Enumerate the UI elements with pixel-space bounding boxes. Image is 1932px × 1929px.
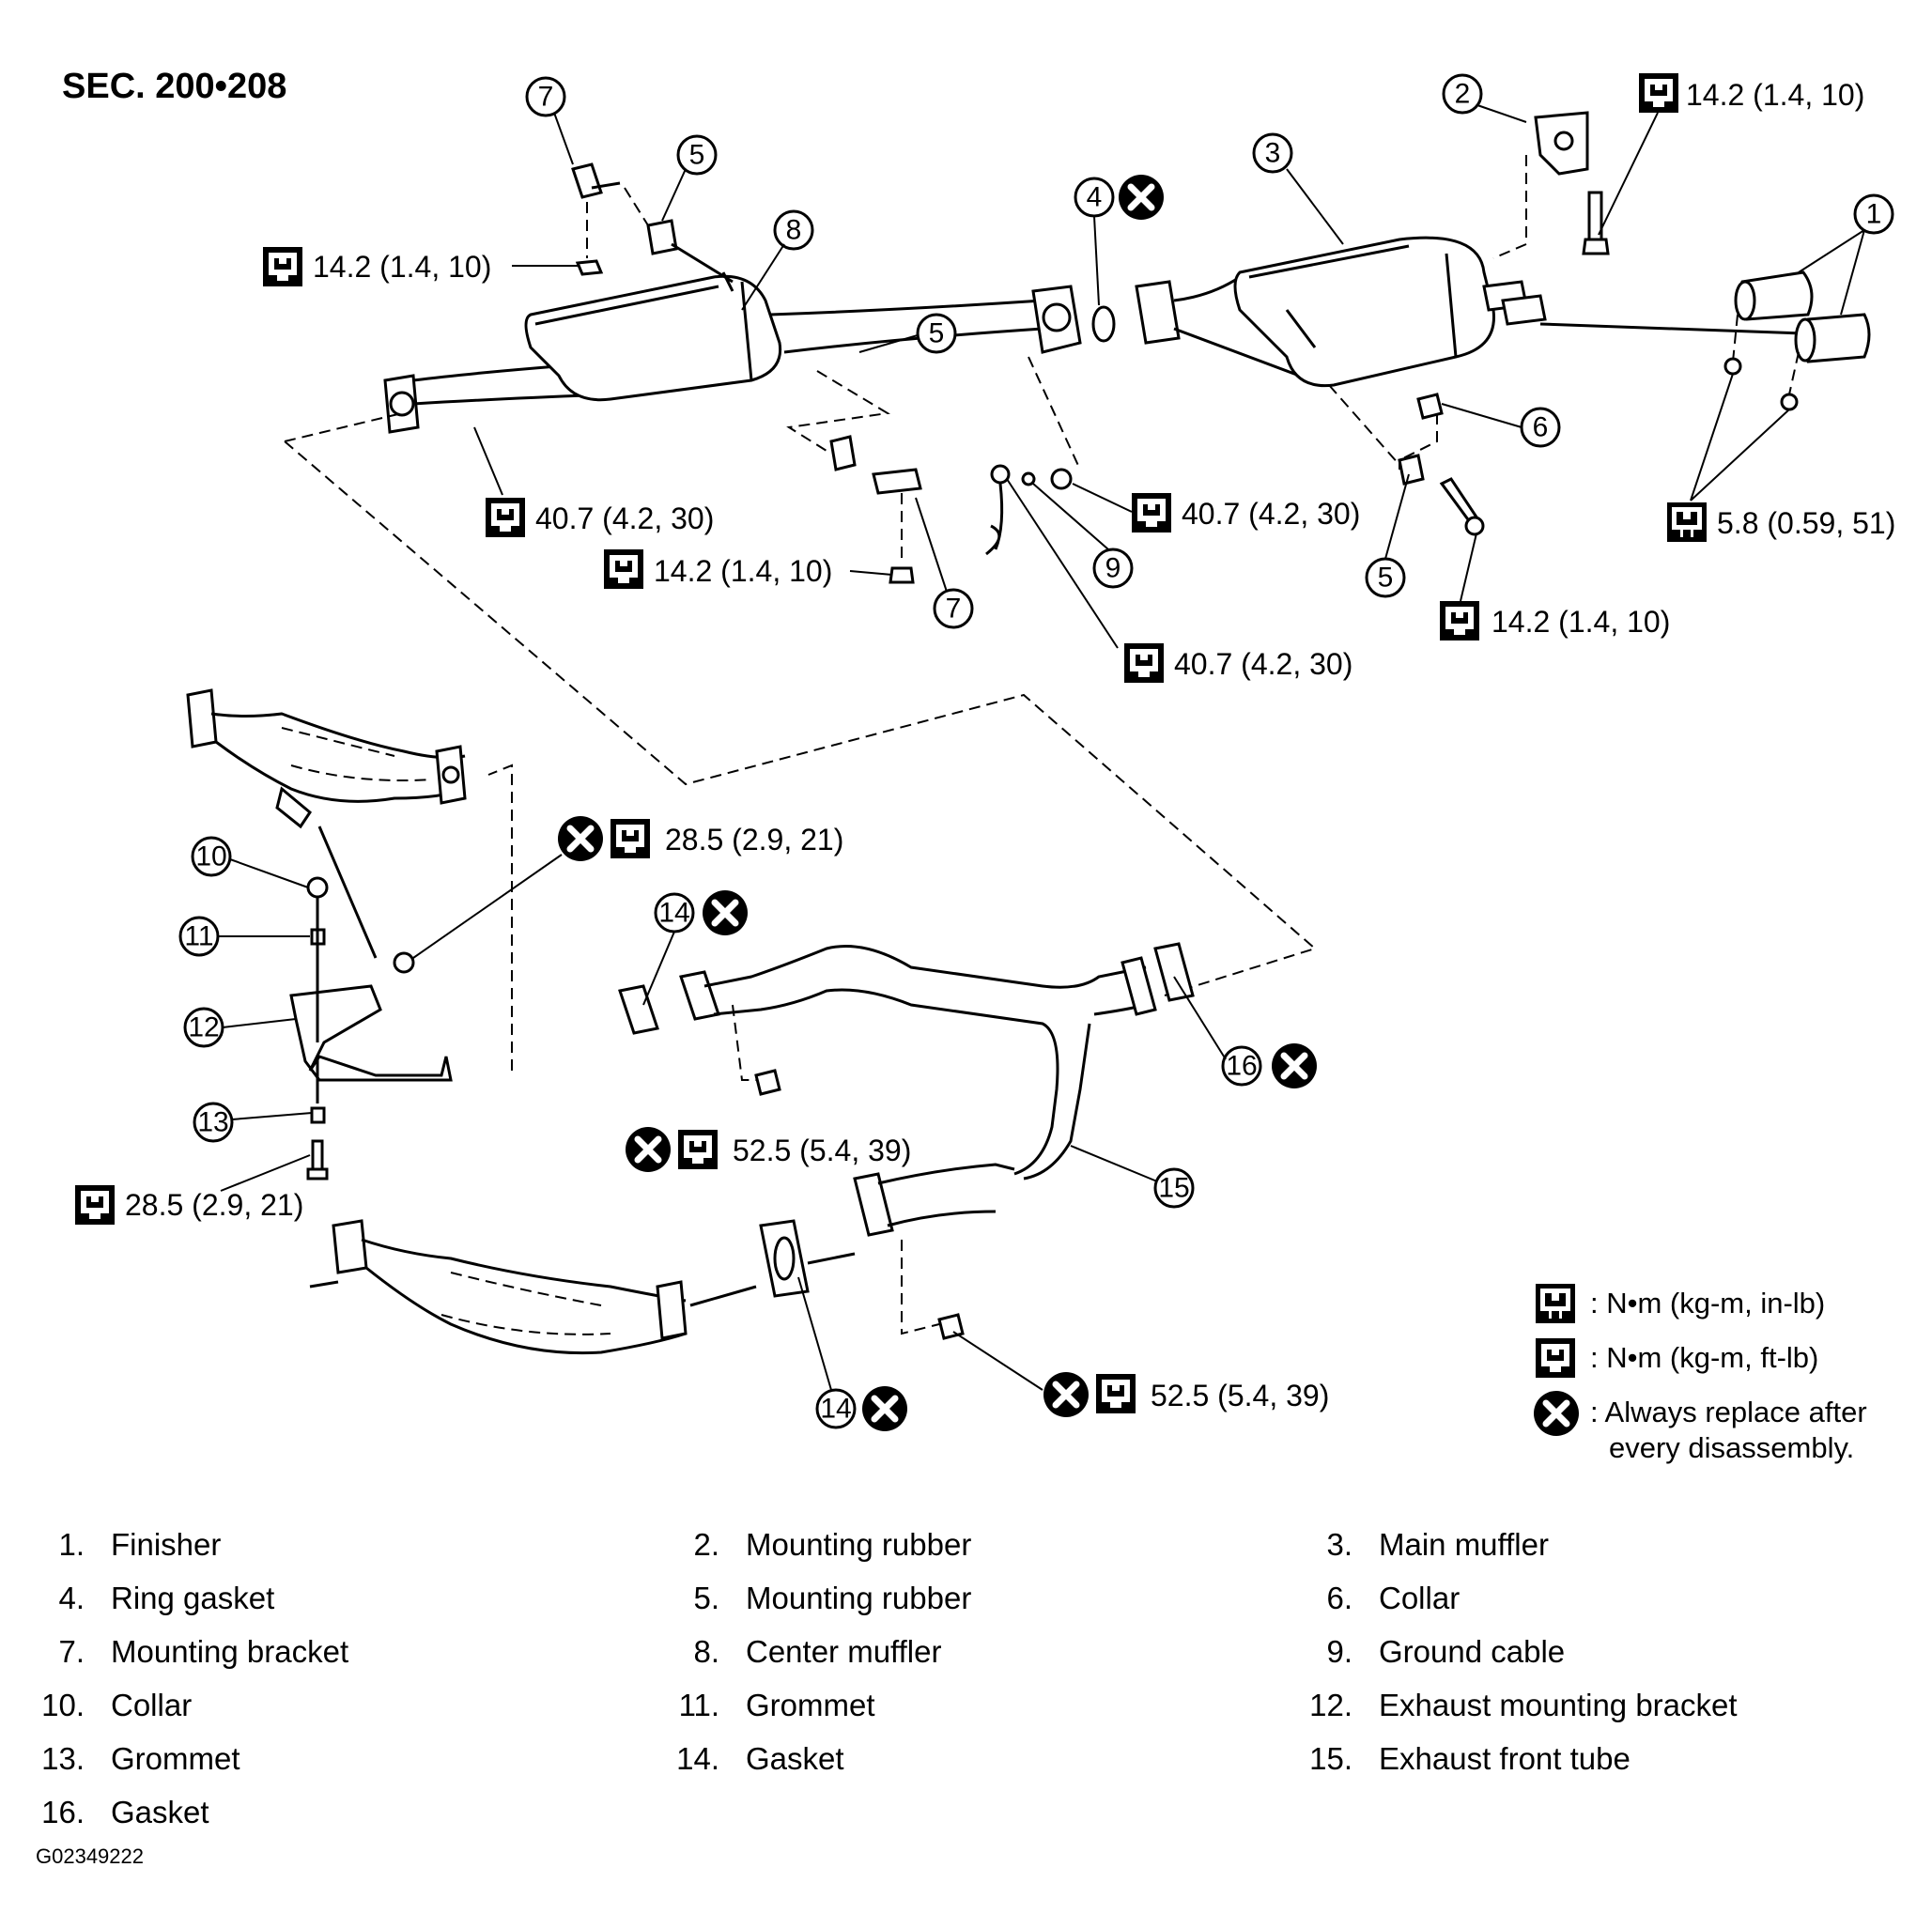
callout-5b: 5 [916,313,957,354]
callout-16: 16 [1221,1045,1262,1087]
callout-12: 12 [183,1007,224,1048]
svg-text:5: 5 [929,318,945,349]
main-muffler-assembly [1135,236,1804,388]
ring-gasket [1091,305,1116,343]
callout-6: 6 [1520,407,1561,448]
callout-7a: 7 [525,76,566,117]
svg-text:every disassembly.: every disassembly. [1609,1431,1854,1464]
svg-text:14.2 (1.4, 10): 14.2 (1.4, 10) [654,554,832,588]
replace-mark-14a [703,890,748,935]
svg-text:40.7 (4.2, 30): 40.7 (4.2, 30) [1174,647,1352,681]
svg-text:14.2 (1.4, 10): 14.2 (1.4, 10) [313,250,491,284]
svg-text:52.5 (5.4, 39): 52.5 (5.4, 39) [1151,1379,1329,1412]
svg-text:2: 2 [1455,79,1471,110]
svg-text:14: 14 [820,1394,851,1425]
torque-spec-6: 40.7 (4.2, 30) [1006,478,1352,683]
callout-5c: 5 [1365,557,1406,598]
callout-10: 10 [191,836,232,877]
svg-text:12: 12 [188,1012,219,1043]
svg-text:: N•m (kg-m, in-lb): : N•m (kg-m, in-lb) [1590,1287,1825,1319]
svg-text:52.5 (5.4, 39): 52.5 (5.4, 39) [733,1134,911,1167]
svg-text:9: 9 [1105,553,1121,584]
svg-text:5.8 (0.59, 51): 5.8 (0.59, 51) [1717,506,1895,540]
torque-spec-7: 14.2 (1.4, 10) [1440,532,1670,640]
callout-9: 9 [1092,548,1134,589]
upper-mounting-hardware [571,162,1485,584]
svg-text:28.5 (2.9, 21): 28.5 (2.9, 21) [125,1188,303,1222]
callout-4: 4 [1074,177,1115,218]
svg-text:5: 5 [689,140,705,171]
svg-text:14.2 (1.4, 10): 14.2 (1.4, 10) [1492,605,1670,639]
torque-spec-5: 40.7 (4.2, 30) [1072,483,1360,532]
callout-3: 3 [1252,132,1293,174]
svg-text:7: 7 [946,594,962,625]
upper-manifold-catalyst [186,688,467,829]
torque-spec-10: 52.5 (5.4, 39) [626,1127,911,1172]
svg-text:14: 14 [658,898,689,929]
replace-mark-14b [862,1386,907,1431]
symbol-legend: : N•m (kg-m, in-lb) : N•m (kg-m, ft-lb) … [1534,1284,1867,1464]
callout-5a: 5 [676,134,718,176]
svg-text:14.2 (1.4, 10): 14.2 (1.4, 10) [1686,78,1864,112]
torque-spec-1: 14.2 (1.4, 10) [1598,73,1864,236]
svg-text:1: 1 [1866,199,1882,230]
svg-text:16: 16 [1226,1051,1257,1082]
svg-text:13: 13 [197,1107,228,1138]
torque-spec-3: 40.7 (4.2, 30) [473,426,714,537]
svg-text:: Always replace after: : Always replace after [1590,1396,1867,1428]
callout-14a: 14 [654,892,695,934]
figure-id: G02349222 [36,1844,144,1868]
exhaust-mounting-bracket [289,826,453,1181]
connection-outline [284,412,1318,996]
callouts: 1 2 3 4 5 5 5 6 7 7 8 9 10 11 12 13 14 1… [178,73,1894,1429]
replace-mark-16 [1272,1043,1317,1088]
callout-15: 15 [1153,1167,1195,1209]
lower-manifold-catalyst [309,1219,688,1355]
svg-text:40.7 (4.2, 30): 40.7 (4.2, 30) [535,502,714,535]
mounting-rubber-2 [1492,111,1610,259]
callout-1: 1 [1853,193,1894,235]
replace-mark-4 [1119,175,1164,220]
svg-text:28.5 (2.9, 21): 28.5 (2.9, 21) [665,823,843,856]
svg-text:11: 11 [184,921,213,952]
callout-8: 8 [773,209,814,251]
svg-text:5: 5 [1378,563,1394,594]
finishers [1723,270,1871,411]
callout-7b: 7 [933,588,974,629]
section-label: SEC. 200•208 [62,67,286,106]
torque-spec-9: 28.5 (2.9, 21) [412,816,843,959]
callout-14b: 14 [815,1388,857,1429]
callout-leaders [218,104,1865,1391]
callout-13: 13 [193,1102,234,1143]
callout-2: 2 [1442,73,1483,115]
torque-spec-12: 52.5 (5.4, 39) [952,1331,1329,1417]
torque-spec-11: 28.5 (2.9, 21) [75,1154,311,1225]
exhaust-front-tube [618,942,1195,1340]
svg-text:10: 10 [195,841,226,872]
torque-spec-8: 5.8 (0.59, 51) [1667,373,1895,542]
torque-spec-4: 14.2 (1.4, 10) [604,549,893,589]
svg-text:6: 6 [1533,412,1549,443]
svg-text:40.7 (4.2, 30): 40.7 (4.2, 30) [1182,497,1360,531]
svg-text:8: 8 [786,215,802,246]
svg-text:3: 3 [1265,138,1281,169]
svg-text:15: 15 [1158,1173,1189,1204]
svg-text:: N•m (kg-m, ft-lb): : N•m (kg-m, ft-lb) [1590,1341,1818,1374]
svg-text:7: 7 [538,82,554,113]
torque-spec-2: 14.2 (1.4, 10) [263,247,578,286]
center-muffler-assembly [383,274,1082,434]
callout-11: 11 [178,916,220,957]
svg-text:4: 4 [1087,182,1103,213]
